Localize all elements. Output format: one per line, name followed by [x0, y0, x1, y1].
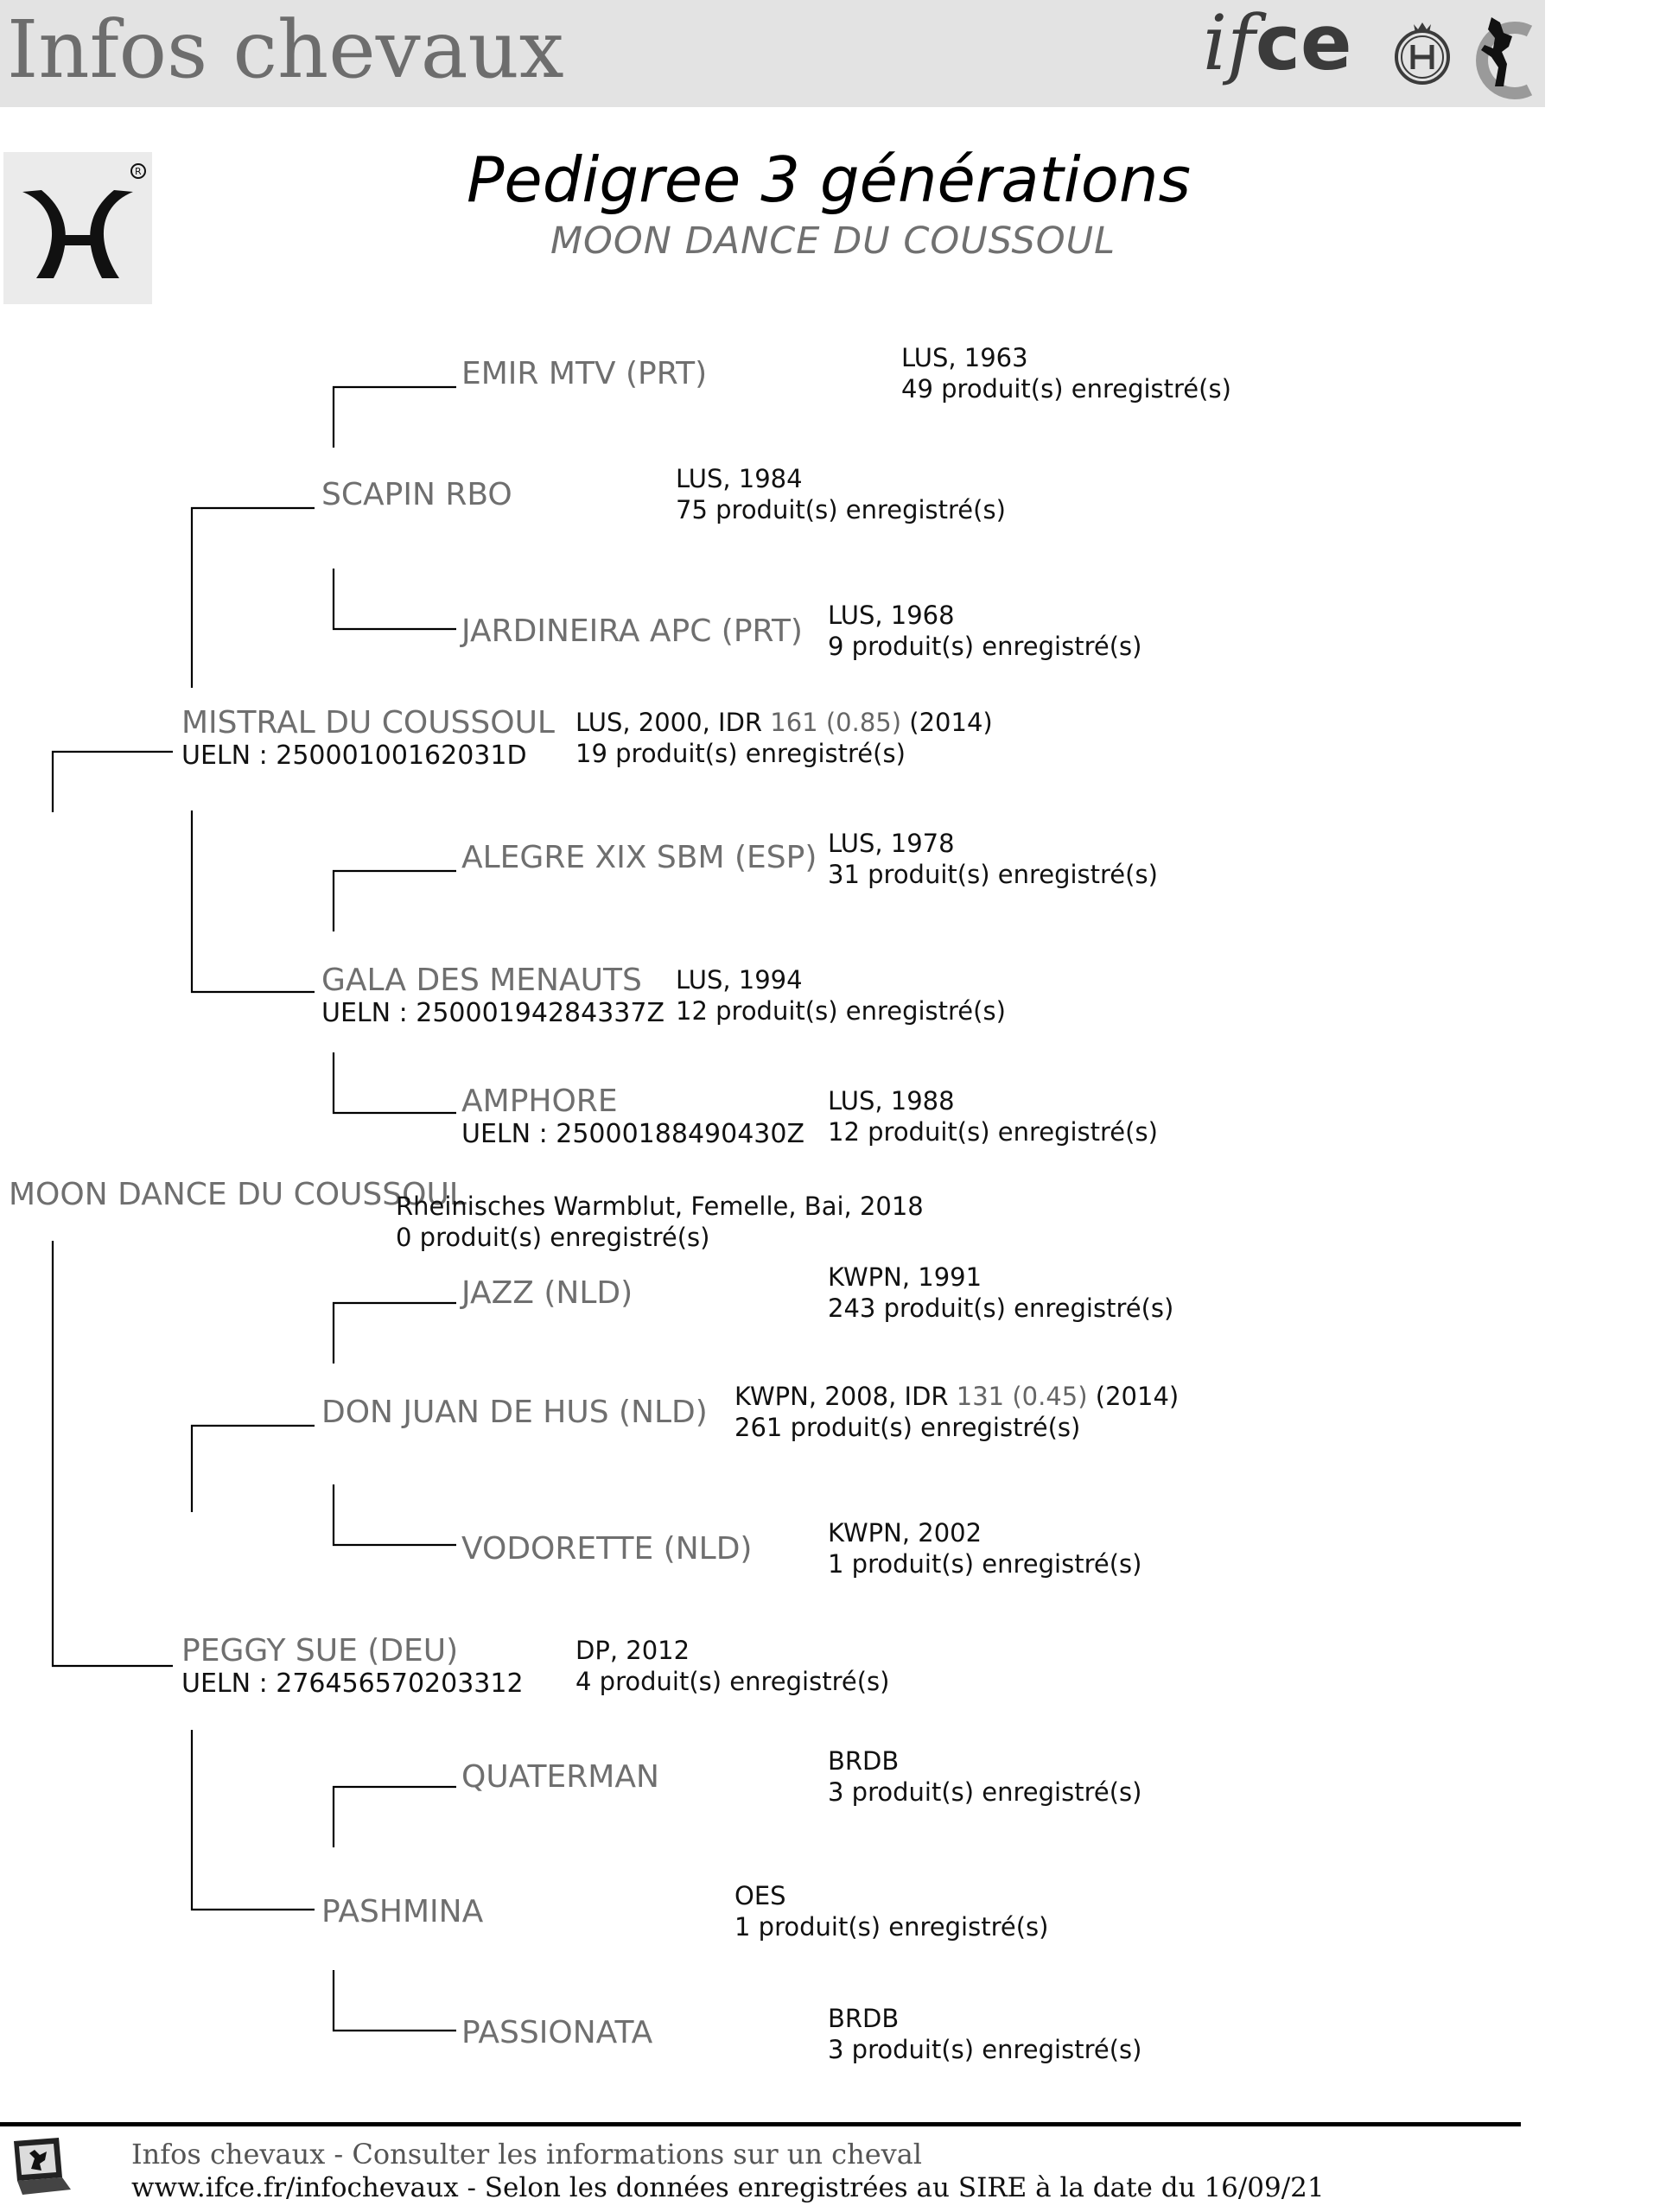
horse-details: LUS, 1994 [676, 965, 803, 995]
connector-peggy-sire [190, 1424, 315, 1512]
horse-info-vodorette: KWPN, 2002 1 produit(s) enregistré(s) [828, 1517, 1141, 1580]
horse-offspring-count: 1 produit(s) enregistré(s) [734, 1912, 1049, 1942]
horse-ueln: UELN : 25000194284337Z [321, 998, 665, 1028]
connector-pashmina-sire [332, 1785, 456, 1847]
horse-name-pashmina[interactable]: PASHMINA [321, 1894, 484, 1929]
horse-name-amphore[interactable]: AMPHORE [461, 1084, 618, 1119]
horse-offspring-count: 19 produit(s) enregistré(s) [575, 739, 906, 768]
seal-h-icon [1395, 22, 1450, 85]
horse-details: BRDB [828, 1746, 900, 1776]
connector-peggy-dam [190, 1730, 315, 1911]
horse-info-emir-mtv: LUS, 1963 49 produit(s) enregistré(s) [901, 342, 1231, 404]
horse-info-alegre-xix-sbm: LUS, 1978 31 produit(s) enregistré(s) [828, 828, 1158, 890]
horse-name-scapin-rbo[interactable]: SCAPIN RBO [321, 477, 512, 512]
horse-info-passionata: BRDB 3 produit(s) enregistré(s) [828, 2003, 1141, 2065]
connector-pashmina-dam [332, 1970, 456, 2032]
document-subtitle: MOON DANCE DU COUSSOUL [550, 219, 1116, 263]
header-bar: Infos chevaux ifce [0, 0, 1545, 107]
horse-info-gala-des-menauts: LUS, 1994 12 produit(s) enregistré(s) [676, 964, 1006, 1027]
connector-gala-sire [332, 869, 456, 931]
horse-offspring-count: 9 produit(s) enregistré(s) [828, 632, 1142, 661]
horse-name-emir-mtv[interactable]: EMIR MTV (PRT) [461, 356, 708, 391]
horse-name-quaterman[interactable]: QUATERMAN [461, 1759, 659, 1795]
horse-info-pashmina: OES 1 produit(s) enregistré(s) [734, 1880, 1048, 1942]
connector-scapin-dam [332, 569, 456, 631]
horse-name-peggy-sue[interactable]: PEGGY SUE (DEU) [181, 1633, 459, 1669]
rearing-horse-icon [1476, 17, 1533, 99]
horse-details: LUS, 1984 [676, 464, 803, 493]
subject-horse-name[interactable]: MOON DANCE DU COUSSOUL [9, 1177, 467, 1212]
horse-name-mistral-du-coussoul[interactable]: MISTRAL DU COUSSOUL [181, 705, 555, 741]
horse-name-passionata[interactable]: PASSIONATA [461, 2015, 653, 2050]
footer-divider [0, 2122, 1521, 2126]
horse-details: KWPN, 1991 [828, 1262, 982, 1292]
connector-donjuan-sire [332, 1301, 456, 1363]
horse-offspring-count: 0 produit(s) enregistré(s) [396, 1223, 710, 1252]
connector-mistral-dam [190, 810, 315, 994]
horse-info-amphore: LUS, 1988 12 produit(s) enregistré(s) [828, 1085, 1158, 1147]
horse-info-peggy-sue: DP, 2012 4 produit(s) enregistré(s) [575, 1635, 889, 1697]
connector-subject-dam [51, 1241, 173, 1668]
horse-details: LUS, 1968 [828, 601, 955, 630]
horse-name-gala-des-menauts[interactable]: GALA DES MENAUTS [321, 963, 642, 998]
horse-name-vodorette[interactable]: VODORETTE (NLD) [461, 1531, 753, 1567]
ifce-brand[interactable]: ifce [1203, 0, 1545, 107]
horse-details: LUS, 2000, IDR 161 (0.85) (2014) [575, 708, 993, 737]
svg-text:R: R [135, 166, 142, 177]
hanoverian-h-logo-icon: R [22, 163, 146, 278]
subject-horse-info: Rheinisches Warmblut, Femelle, Bai, 2018… [396, 1191, 924, 1252]
horse-offspring-count: 12 produit(s) enregistré(s) [676, 996, 1006, 1026]
horse-details: KWPN, 2008, IDR 131 (0.45) (2014) [734, 1382, 1180, 1411]
connector-donjuan-dam [332, 1484, 456, 1547]
horse-offspring-count: 75 produit(s) enregistré(s) [676, 495, 1006, 524]
horse-offspring-count: 261 produit(s) enregistré(s) [734, 1413, 1081, 1442]
pedigree-tree-lines [51, 385, 456, 2032]
idr-value: 161 (0.85) [770, 708, 902, 737]
horse-info-don-juan-de-hus: KWPN, 2008, IDR 131 (0.45) (2014) 261 pr… [734, 1381, 1179, 1443]
horse-offspring-count: 12 produit(s) enregistré(s) [828, 1117, 1158, 1147]
footer-title: Infos chevaux - Consulter les informatio… [131, 2138, 923, 2171]
horse-ueln: UELN : 276456570203312 [181, 1669, 524, 1699]
horse-details: BRDB [828, 2004, 900, 2033]
connector-scapin-sire [332, 385, 456, 448]
header-title: Infos chevaux [7, 3, 564, 96]
horse-ueln: UELN : 25000188490430Z [461, 1119, 805, 1149]
horse-offspring-count: 49 produit(s) enregistré(s) [901, 374, 1231, 404]
horse-info-mistral-du-coussoul: LUS, 2000, IDR 161 (0.85) (2014) 19 prod… [575, 707, 993, 769]
connector-gala-dam [332, 1052, 456, 1115]
horse-info-jardineira-apc: LUS, 1968 9 produit(s) enregistré(s) [828, 600, 1141, 662]
laptop-horse-icon [14, 2138, 71, 2195]
horse-details: LUS, 1963 [901, 343, 1028, 372]
horse-details: OES [734, 1881, 786, 1910]
horse-offspring-count: 31 produit(s) enregistré(s) [828, 860, 1158, 889]
ifce-wordmark: ifce [1203, 0, 1352, 87]
horse-offspring-count: 1 produit(s) enregistré(s) [828, 1549, 1142, 1579]
horse-ueln: UELN : 25000100162031D [181, 741, 527, 771]
horse-details: LUS, 1978 [828, 829, 955, 858]
horse-offspring-count: 3 produit(s) enregistré(s) [828, 2035, 1142, 2064]
horse-info-quaterman: BRDB 3 produit(s) enregistré(s) [828, 1745, 1141, 1808]
footer-source-link[interactable]: www.ifce.fr/infochevaux - Selon les donn… [131, 2172, 1325, 2203]
horse-offspring-count: 3 produit(s) enregistré(s) [828, 1777, 1142, 1807]
horse-name-alegre-xix-sbm[interactable]: ALEGRE XIX SBM (ESP) [461, 840, 817, 875]
horse-offspring-count: 243 produit(s) enregistré(s) [828, 1294, 1174, 1323]
horse-offspring-count: 4 produit(s) enregistré(s) [575, 1667, 890, 1696]
horse-info-jazz: KWPN, 1991 243 produit(s) enregistré(s) [828, 1262, 1173, 1324]
horse-info-scapin-rbo: LUS, 1984 75 produit(s) enregistré(s) [676, 463, 1006, 525]
horse-details: KWPN, 2002 [828, 1518, 982, 1548]
horse-details: DP, 2012 [575, 1636, 690, 1665]
horse-details: LUS, 1988 [828, 1086, 955, 1116]
horse-details: Rheinisches Warmblut, Femelle, Bai, 2018 [396, 1192, 924, 1221]
connector-mistral-sire [190, 506, 315, 688]
idr-value: 131 (0.45) [956, 1382, 1088, 1411]
horse-name-jardineira-apc[interactable]: JARDINEIRA APC (PRT) [461, 613, 803, 649]
horse-name-jazz[interactable]: JAZZ (NLD) [461, 1275, 633, 1311]
hanoverian-logo: R [3, 152, 152, 304]
document-title: Pedigree 3 générations [467, 143, 1191, 216]
horse-name-don-juan-de-hus[interactable]: DON JUAN DE HUS (NLD) [321, 1395, 708, 1430]
connector-subject-sire [51, 750, 173, 812]
